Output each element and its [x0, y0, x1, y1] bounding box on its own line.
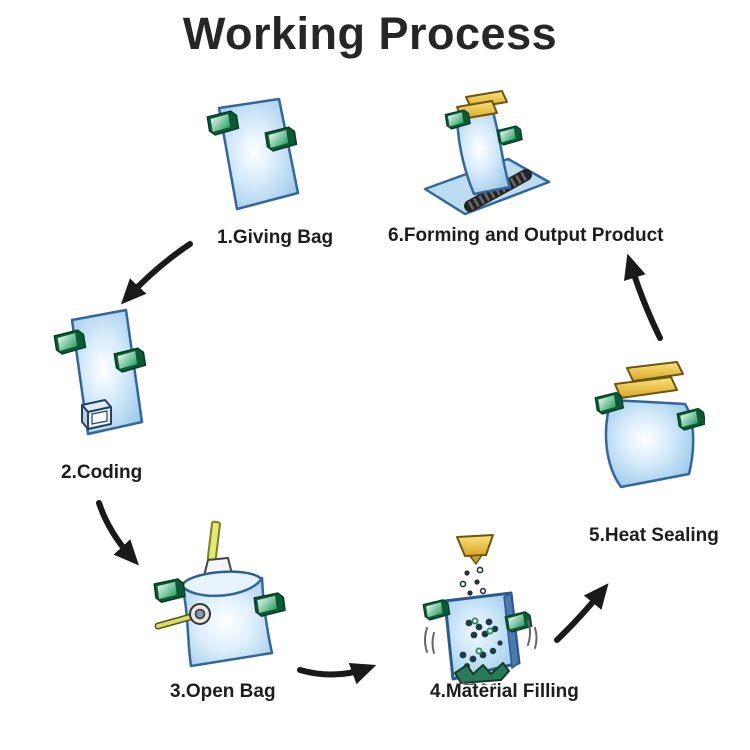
arrow-step1-to-step2	[120, 241, 193, 305]
grip-clip-icon	[153, 578, 186, 604]
funnel-icon	[456, 534, 494, 565]
grip-clip-icon	[496, 125, 523, 146]
step-label-coding: 2.Coding	[61, 462, 143, 483]
step-label-open-bag: 3.Open Bag	[170, 681, 276, 702]
bag-bottom-folds	[454, 662, 510, 684]
step-label-heat-sealing: 5.Heat Sealing	[589, 525, 719, 546]
grip-clip-icon	[53, 329, 87, 355]
vibration-lines	[424, 620, 538, 685]
heat-sealing-icon	[594, 361, 705, 489]
grip-clip-icon	[504, 611, 533, 633]
arrow-step4-to-step5	[554, 583, 609, 643]
suction-cup-icon	[154, 603, 211, 630]
grip-clip-icon	[113, 347, 147, 373]
falling-granules	[459, 566, 487, 596]
step-label-forming-output: 6.Forming and Output Product	[388, 225, 664, 246]
arrow-step3-to-step4	[297, 662, 377, 685]
granules-inside	[459, 617, 503, 669]
grip-clip-icon	[253, 592, 286, 618]
diagram-title: Working Process	[182, 8, 558, 59]
seal-bar-icon	[614, 361, 684, 399]
coding-bag-icon	[53, 308, 147, 436]
step-label-material-filling: 4.Material Filling	[430, 681, 579, 702]
arrow-step5-to-step6	[623, 253, 663, 341]
grip-clip-icon	[206, 110, 240, 136]
suction-rod-icon	[206, 520, 221, 561]
bag-body	[180, 576, 274, 668]
arrow-step2-to-step3	[96, 500, 139, 566]
coding-printer-icon	[81, 399, 112, 430]
grip-clip-icon	[444, 109, 471, 130]
grip-clip-icon	[422, 599, 451, 621]
material-filling-icon	[422, 534, 538, 685]
grip-clip-icon	[264, 126, 298, 152]
giving-bag-icon	[206, 97, 300, 211]
grip-clip-icon	[676, 407, 705, 431]
forming-output-icon	[423, 90, 551, 216]
step-label-giving-bag: 1.Giving Bag	[217, 227, 334, 248]
grip-clip-icon	[594, 391, 625, 415]
open-bag-icon	[153, 520, 286, 668]
